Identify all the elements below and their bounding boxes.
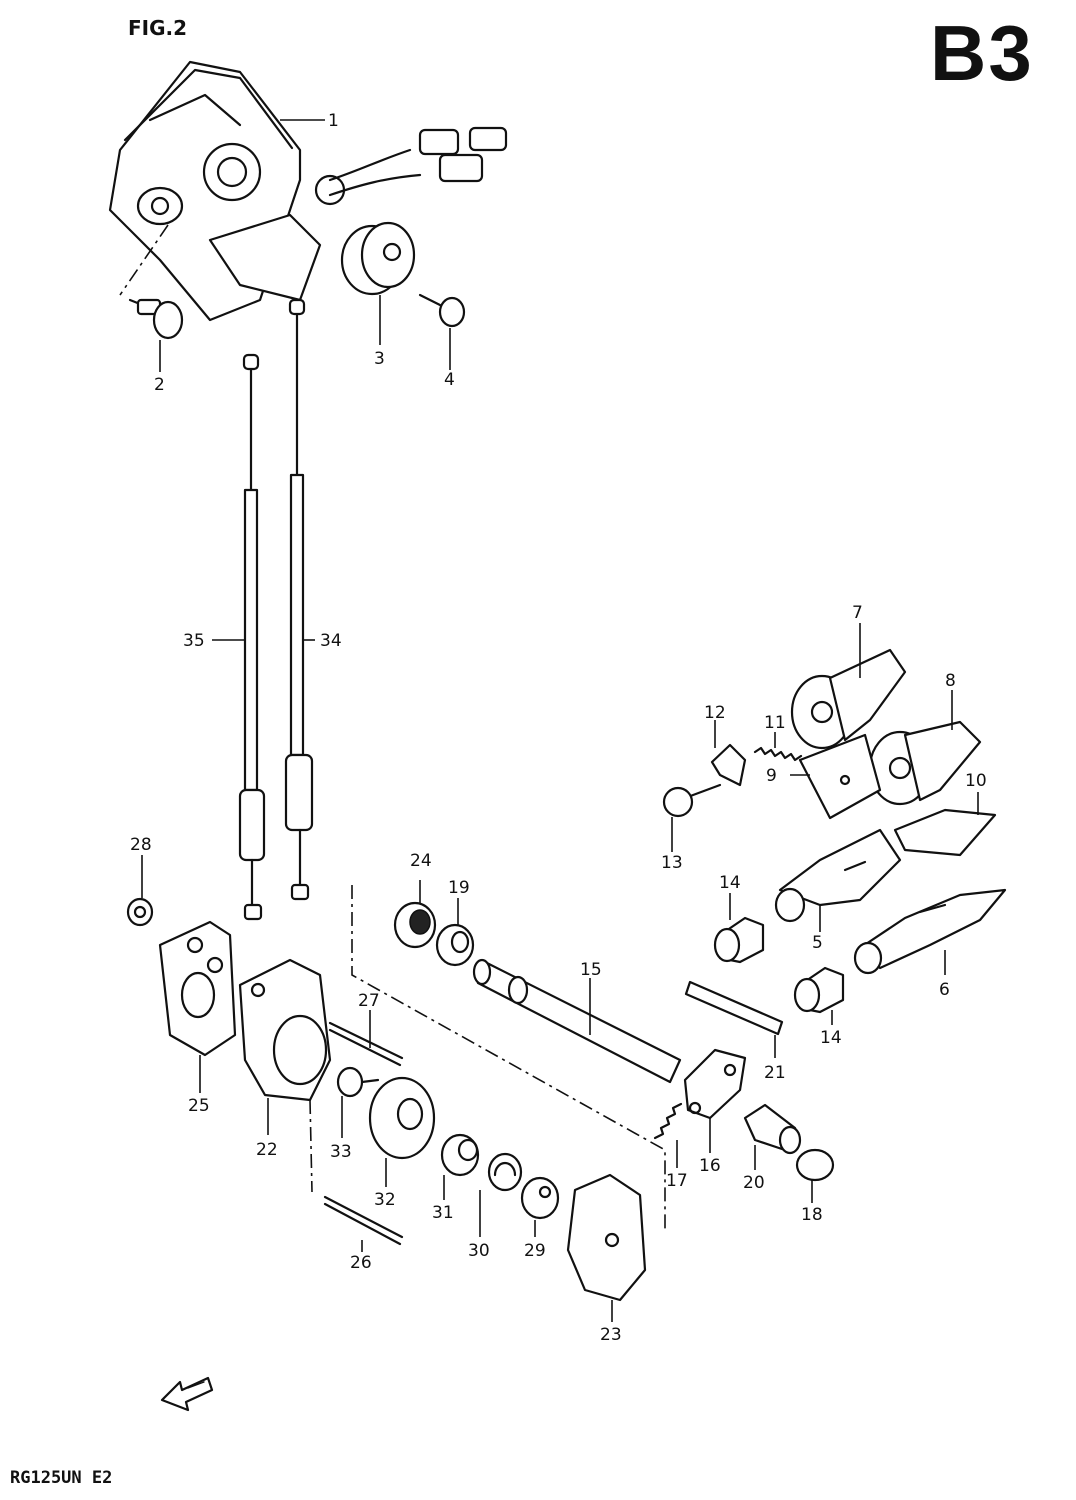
callout-20: 20: [743, 1173, 765, 1193]
figure-label: FIG.2: [128, 16, 188, 40]
callout-6: 6: [939, 980, 950, 1000]
bushing-part-14-upper: [713, 916, 765, 964]
model-code: RG125UN E2: [10, 1468, 113, 1488]
pin-part-21: [684, 980, 784, 1036]
callout-8: 8: [945, 671, 956, 691]
cover-part-23: [566, 1173, 647, 1302]
callout-34: 34: [320, 631, 342, 651]
housing-part-22: [238, 958, 332, 1102]
callout-24: 24: [410, 851, 432, 871]
cable-part-35: [238, 353, 266, 921]
switch-drum-part-7: [790, 648, 907, 750]
screw-part-13: [662, 783, 722, 818]
callout-18: 18: [801, 1205, 823, 1225]
callout-15: 15: [580, 960, 602, 980]
leader-lines: [141, 119, 979, 1322]
callout-16: 16: [699, 1156, 721, 1176]
front-direction-arrow-icon: [160, 1376, 214, 1412]
bushing-part-19: [435, 923, 475, 967]
spring-part-11: [753, 746, 803, 762]
gasket-part-25: [158, 920, 237, 1057]
callout-21: 21: [764, 1063, 786, 1083]
callout-numbers: 1 2 3 4 5 6 7 8 9 10 11 12 13 14 14 15 1…: [130, 111, 987, 1345]
callout-2: 2: [154, 375, 165, 395]
callout-33: 33: [330, 1142, 352, 1162]
stud-part-27: [328, 1021, 404, 1067]
screw-part-4: [418, 293, 466, 328]
callout-28: 28: [130, 835, 152, 855]
bearing-part-24: [393, 901, 437, 949]
spring-part-17: [653, 1102, 683, 1140]
callout-23: 23: [600, 1325, 622, 1345]
nut-part-28: [126, 897, 154, 927]
callout-29: 29: [524, 1241, 546, 1261]
callout-14-lower: 14: [820, 1028, 842, 1048]
bushing-part-31: [440, 1133, 480, 1177]
callout-13: 13: [661, 853, 683, 873]
callout-17: 17: [666, 1171, 688, 1191]
callout-27: 27: [358, 991, 380, 1011]
bracket-part-12: [710, 743, 747, 787]
collar-part-3: [340, 221, 416, 296]
stud-part-26: [323, 1195, 404, 1246]
plate-part-29: [520, 1176, 560, 1220]
callout-12: 12: [704, 703, 726, 723]
callout-9: 9: [766, 766, 777, 786]
shaft-part-5: [774, 828, 902, 923]
screw-part-2: [128, 298, 184, 340]
contact-plate-part-10: [893, 808, 997, 857]
callout-31: 31: [432, 1203, 454, 1223]
callout-25: 25: [188, 1096, 210, 1116]
callout-11: 11: [764, 713, 786, 733]
contact-plate-part-9: [798, 733, 882, 820]
spring-part-30: [487, 1152, 523, 1192]
arm-part-16: [683, 1048, 747, 1120]
switch-part-33: [336, 1066, 380, 1098]
switch-housing-part: [108, 60, 508, 322]
callout-10: 10: [965, 771, 987, 791]
callout-14-upper: 14: [719, 873, 741, 893]
callout-32: 32: [374, 1190, 396, 1210]
callout-4: 4: [444, 370, 455, 390]
roller-part-20: [743, 1103, 802, 1155]
callout-22: 22: [256, 1140, 278, 1160]
callout-19: 19: [448, 878, 470, 898]
switch-drum-part-8: [868, 720, 982, 806]
callout-7: 7: [852, 603, 863, 623]
shaft-part-6: [853, 888, 1007, 975]
pulley-part-32: [368, 1076, 436, 1160]
section-code: B3: [930, 9, 1034, 97]
callout-3: 3: [374, 349, 385, 369]
callout-1: 1: [328, 111, 339, 131]
cable-part-34: [284, 298, 314, 901]
bushing-part-14-lower: [793, 966, 845, 1014]
callout-30: 30: [468, 1241, 490, 1261]
callout-35: 35: [183, 631, 205, 651]
callout-5: 5: [812, 933, 823, 953]
callout-26: 26: [350, 1253, 372, 1273]
shaft-part-15: [472, 958, 682, 1084]
bushing-part-18: [795, 1148, 835, 1182]
